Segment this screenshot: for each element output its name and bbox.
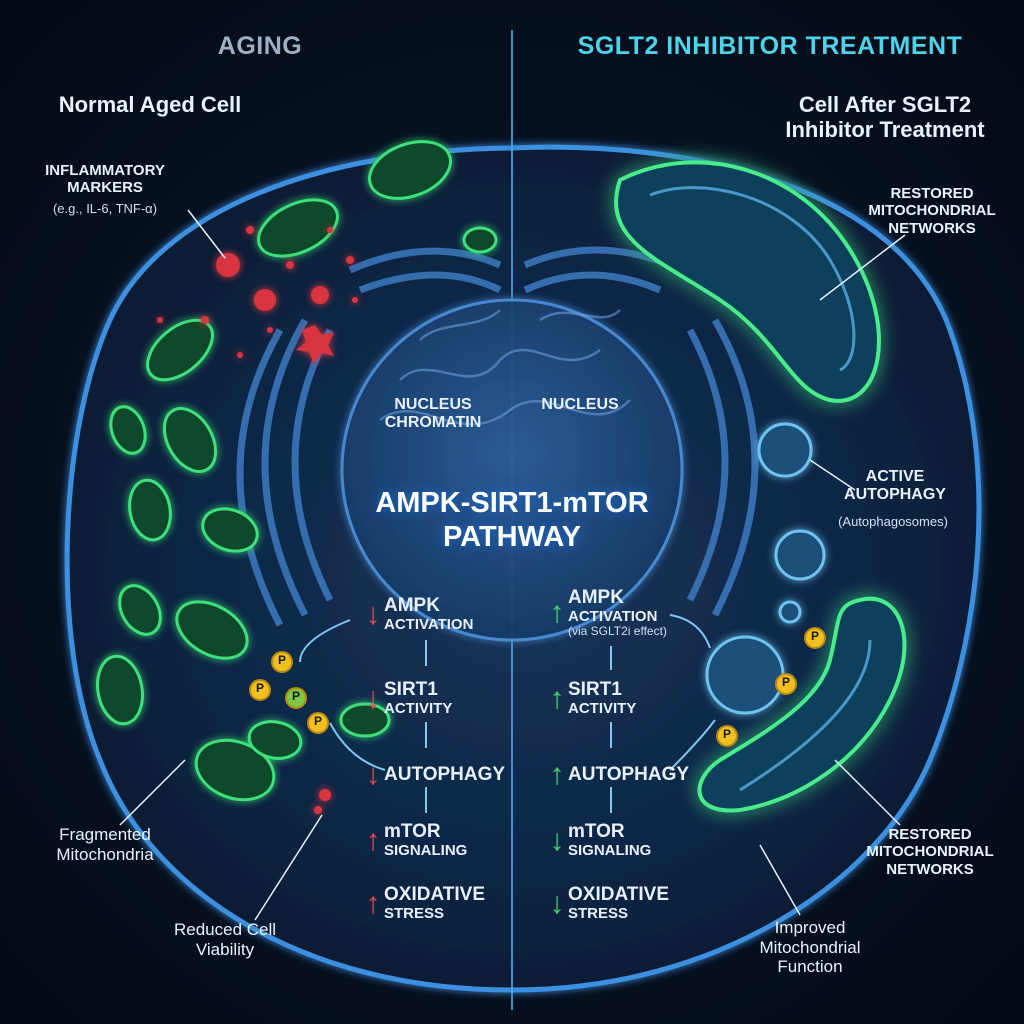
up-arrow-icon: ↑	[549, 596, 565, 630]
restored-mitochondria	[614, 160, 907, 813]
pathway-step-detail: STRESS	[384, 904, 445, 922]
pathway-step-name: AUTOPHAGY	[384, 763, 506, 785]
right-cell-title: Cell After SGLT2 Inhibitor Treatment	[785, 92, 985, 143]
up-arrow-icon: ↑	[549, 681, 565, 715]
fragmented-mitochondria	[96, 140, 498, 802]
pathway-step-name: AMPK	[384, 595, 440, 616]
phosphate-label: P	[291, 689, 300, 703]
autophagosomes	[705, 422, 826, 715]
nucleus	[340, 298, 684, 642]
chromatin	[379, 309, 631, 426]
left-nucleus-label: NUCLEUS CHROMATIN	[384, 396, 482, 432]
pathway-step-name: AUTOPHAGY	[568, 763, 690, 785]
phosphate-label: P	[255, 681, 264, 695]
pathway-step-detail: STRESS	[568, 904, 629, 922]
pathway-step-detail: ACTIVATION	[384, 615, 474, 633]
restored-networks-label-top: RESTORED MITOCHONDRIAL NETWORKS	[868, 185, 996, 237]
endoplasmic-reticulum-left	[236, 247, 502, 627]
pathway-step-name: SIRT1	[384, 679, 438, 700]
pathway-step-detail: SIGNALING	[568, 841, 652, 859]
phosphate-label: P	[277, 653, 286, 667]
phosphate-groups	[249, 627, 826, 747]
up-arrow-icon: ↑	[365, 886, 381, 920]
pathway-step: ↑AUTOPHAGY	[546, 758, 690, 791]
inflammatory-markers-example: (e.g., IL-6, TNF-α)	[52, 201, 158, 216]
pathway-step-detail: ACTIVATION	[568, 607, 658, 625]
pathway-step-name: AMPK	[568, 587, 624, 608]
autophagosomes-label: (Autophagosomes)	[838, 514, 948, 529]
pathway-title-line1: AMPK-SIRT1-mTOR	[375, 487, 649, 519]
pathway-step-name: OXIDATIVE	[568, 884, 669, 905]
restored-networks-label-bottom: RESTORED MITOCHONDRIAL NETWORKS	[866, 826, 994, 878]
up-arrow-icon: ↑	[365, 823, 381, 857]
phosphate-label: P	[781, 675, 790, 689]
down-arrow-icon: ↓	[365, 597, 381, 631]
pathway-step-detail: ACTIVITY	[384, 699, 453, 717]
inflammatory-markers-label: INFLAMMATORY MARKERS	[45, 162, 165, 197]
leader-lines	[119, 209, 906, 921]
pathway-arrows-left	[299, 619, 427, 813]
pathway-step-text: AUTOPHAGY	[384, 763, 506, 786]
active-autophagy-label: ACTIVE AUTOPHAGY	[844, 468, 946, 504]
down-arrow-icon: ↓	[549, 886, 565, 920]
pathway-step-name: OXIDATIVE	[384, 884, 485, 905]
phosphate-label: P	[722, 727, 731, 741]
down-arrow-icon: ↓	[549, 823, 565, 857]
mitochondria-cristae	[649, 186, 872, 792]
inflammatory-markers	[157, 226, 358, 814]
pathway-step: ↓AUTOPHAGY	[362, 758, 506, 791]
pathway-step-name: mTOR	[568, 821, 625, 842]
pathway-step-detail: SIGNALING	[384, 841, 468, 859]
pathway-step-name: SIRT1	[568, 679, 622, 700]
pathway-title-line2: PATHWAY	[442, 521, 582, 553]
pathway-step-name: mTOR	[384, 821, 441, 842]
reduced-viability-label: Reduced Cell Viability	[173, 920, 277, 959]
left-panel-title: AGING	[217, 32, 303, 60]
pathway-step-note: (via SGLT2i effect)	[568, 624, 667, 639]
pathway-step-detail: ACTIVITY	[568, 699, 637, 717]
phosphate-label: P	[810, 629, 819, 643]
right-panel-title: SGLT2 INHIBITOR TREATMENT	[577, 32, 963, 60]
left-cell-title: Normal Aged Cell	[58, 92, 242, 117]
phosphate-label: P	[313, 714, 322, 728]
improved-function-label: Improved Mitochondrial Function	[759, 918, 861, 977]
up-arrow-icon: ↑	[549, 758, 565, 791]
fragmented-mitochondria-label: Fragmented Mitochondria	[56, 825, 154, 864]
pathway-arrows-right	[610, 614, 716, 813]
pathway-step-text: AUTOPHAGY	[568, 763, 690, 786]
down-arrow-icon: ↓	[365, 758, 381, 791]
down-arrow-icon: ↓	[365, 681, 381, 715]
right-nucleus-label: NUCLEUS	[541, 396, 619, 413]
